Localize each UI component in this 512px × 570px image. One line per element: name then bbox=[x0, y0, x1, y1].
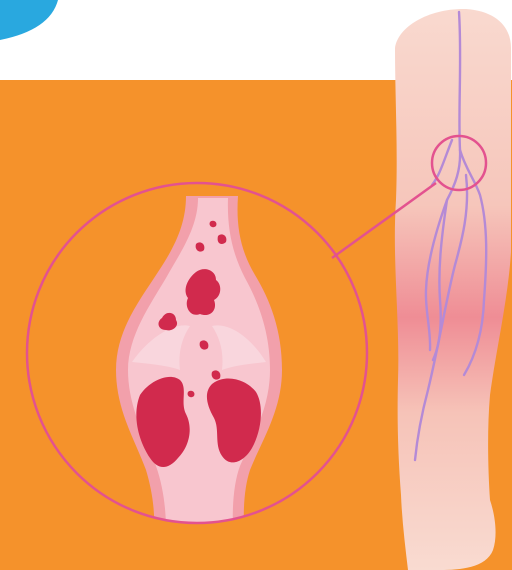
circle-accent-icon bbox=[0, 0, 58, 40]
